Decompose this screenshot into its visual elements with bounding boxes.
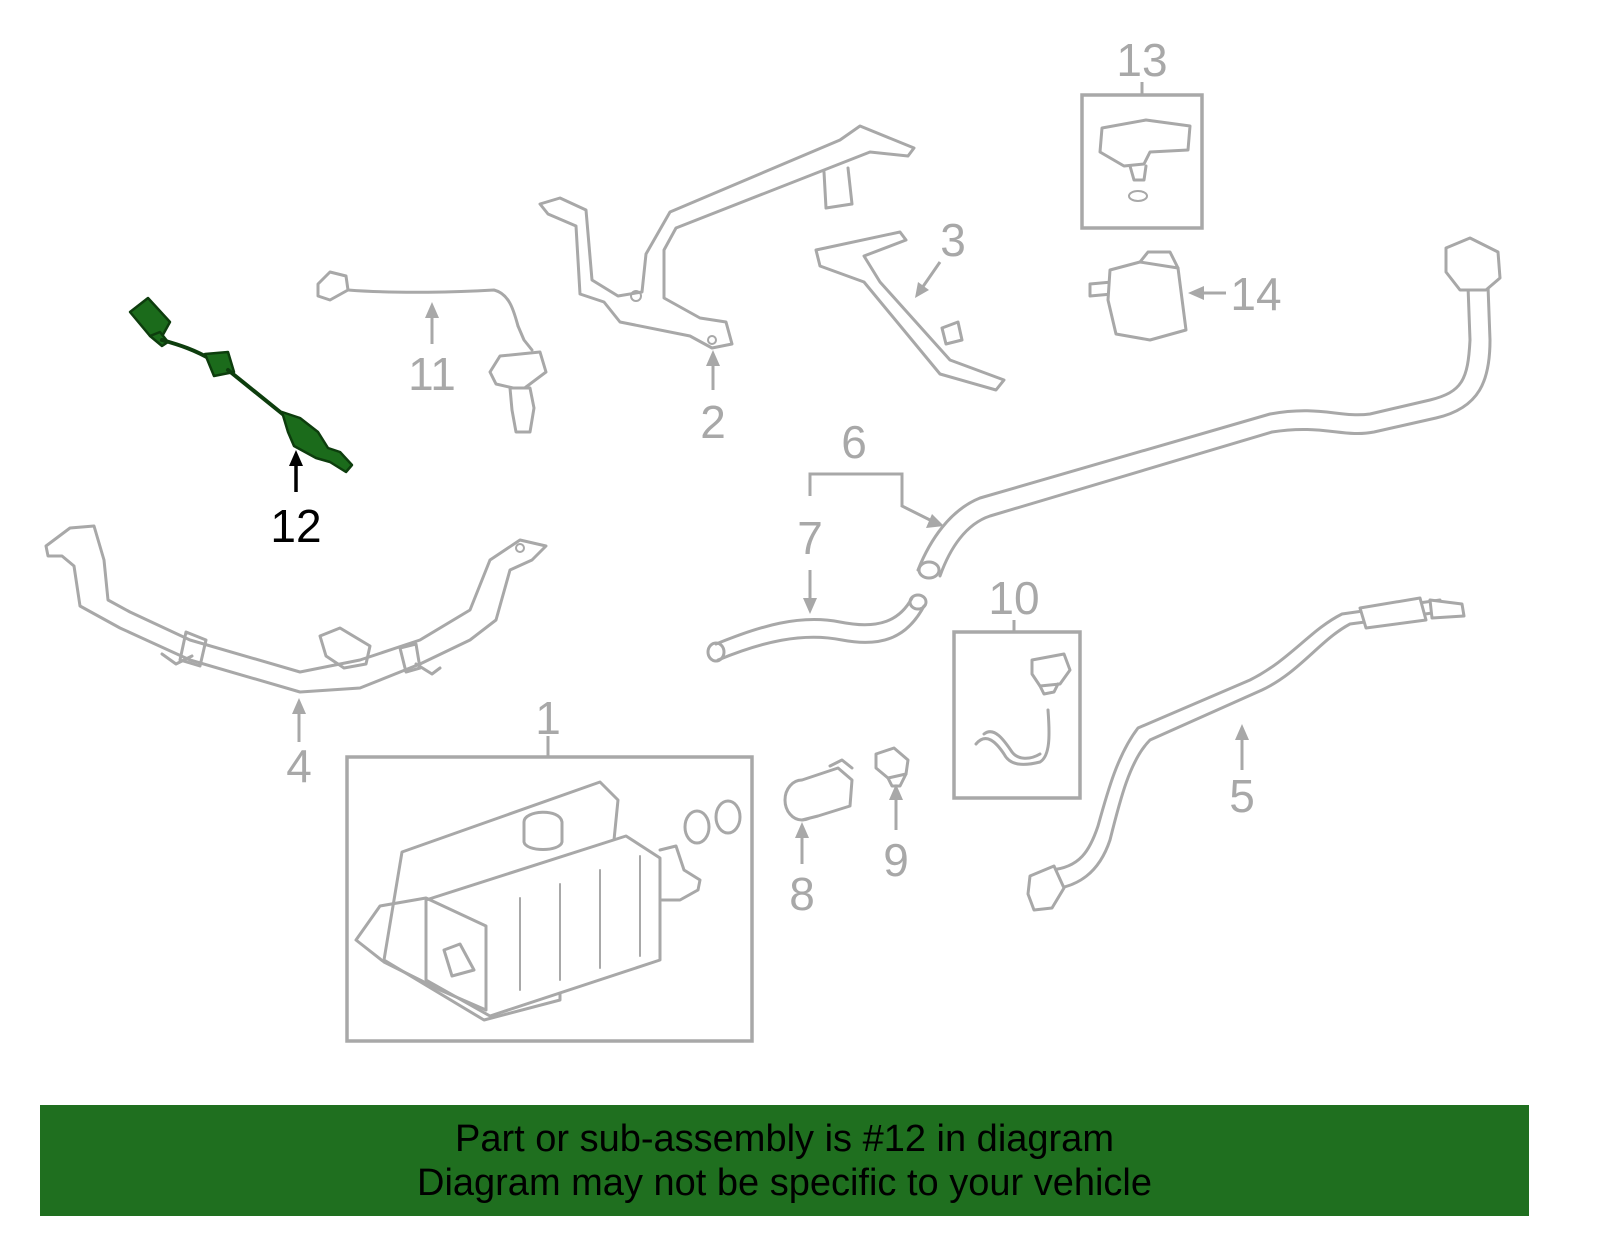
callout-7: 7 xyxy=(797,512,823,564)
part-3-bracket[interactable] xyxy=(814,230,1006,392)
part-12-oxygen-sensor[interactable] xyxy=(128,296,354,474)
part-4-bracket[interactable] xyxy=(44,524,548,694)
part-2-bracket[interactable] xyxy=(538,124,916,350)
callout-12: 12 xyxy=(270,500,321,552)
part-13-box[interactable] xyxy=(1080,93,1204,230)
part-11-sensor[interactable] xyxy=(316,270,548,434)
part-6-hose[interactable] xyxy=(916,236,1502,580)
part-14-solenoid[interactable] xyxy=(1088,250,1188,342)
callout-4: 4 xyxy=(286,740,312,792)
part-1-box[interactable] xyxy=(345,755,754,1043)
callout-1: 1 xyxy=(535,692,561,744)
part-7-hose[interactable] xyxy=(706,593,928,663)
callout-2: 2 xyxy=(700,396,726,448)
callout-14: 14 xyxy=(1230,268,1281,320)
part-9-connector[interactable] xyxy=(874,746,910,788)
callout-6: 6 xyxy=(841,416,867,468)
callout-9: 9 xyxy=(883,834,909,886)
part-10-box[interactable] xyxy=(952,630,1082,800)
banner-line-disclaimer: Diagram may not be specific to your vehi… xyxy=(417,1161,1152,1204)
callout-5: 5 xyxy=(1229,770,1255,822)
part-5-hose[interactable] xyxy=(1026,596,1466,912)
part-8-valve[interactable] xyxy=(783,758,854,822)
callout-3: 3 xyxy=(940,214,966,266)
callout-10: 10 xyxy=(988,572,1039,624)
leader-lines xyxy=(289,82,1249,864)
callout-11: 11 xyxy=(408,348,456,400)
info-banner: Part or sub-assembly is #12 in diagram D… xyxy=(40,1105,1529,1216)
callout-8: 8 xyxy=(789,868,815,920)
callout-13: 13 xyxy=(1116,34,1167,86)
banner-line-part: Part or sub-assembly is #12 in diagram xyxy=(455,1117,1114,1160)
callout-labels: 1 2 3 4 5 6 7 8 9 10 11 12 13 14 xyxy=(270,34,1281,920)
